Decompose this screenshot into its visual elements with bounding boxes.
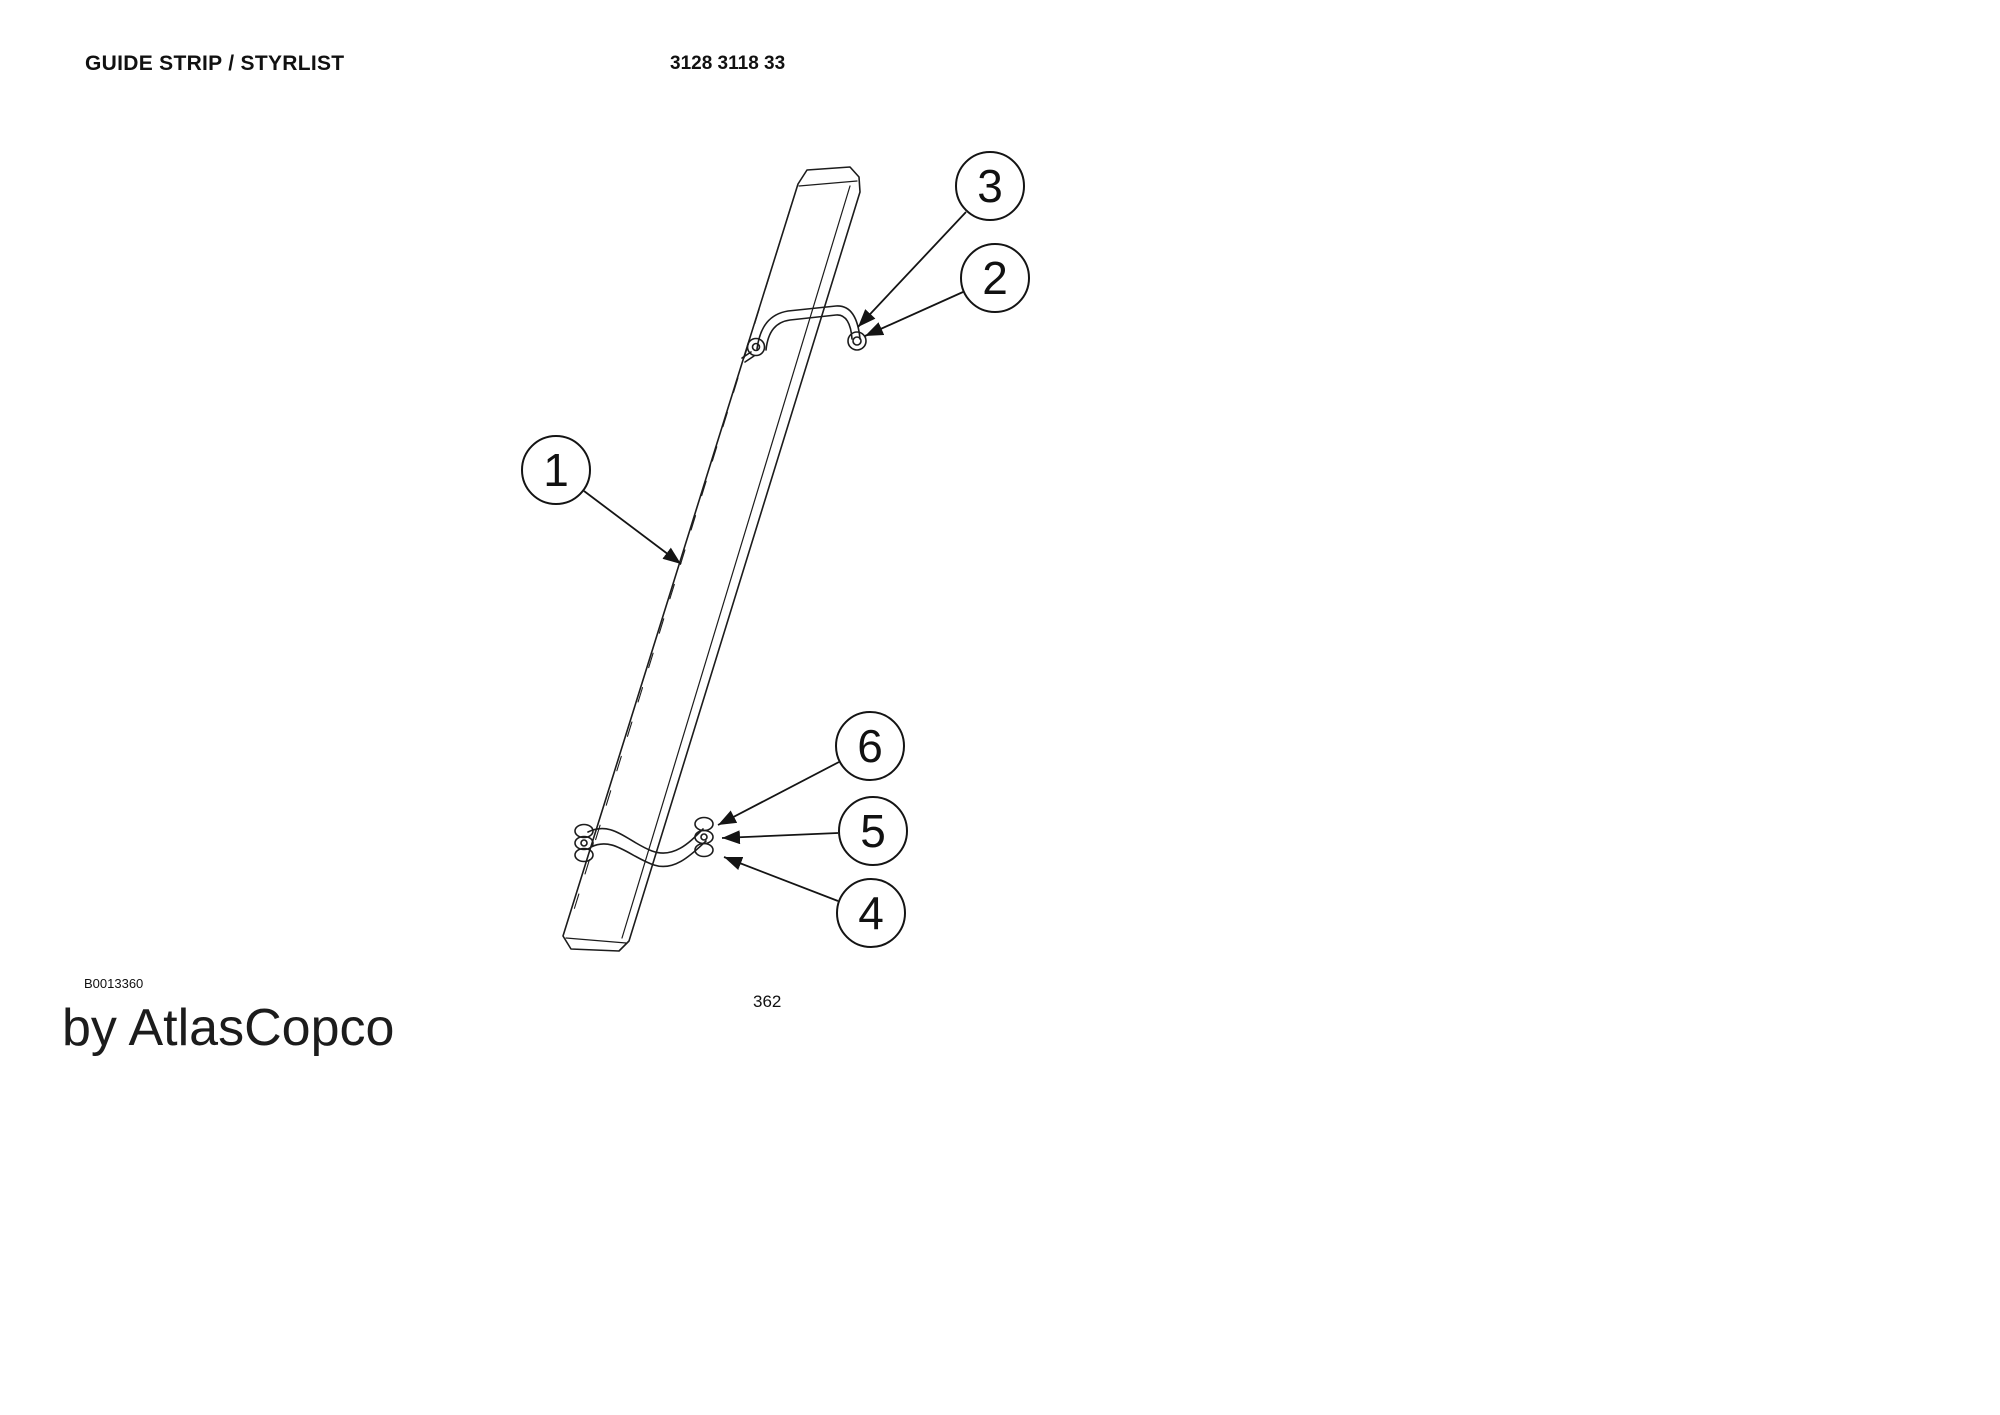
lower-clamp-shape <box>574 816 714 868</box>
callout-arrow-1 <box>583 490 682 565</box>
guide-strip-shape <box>562 166 861 952</box>
callout-label: 5 <box>860 805 886 857</box>
doc-number: 3128 3118 33 <box>670 53 786 74</box>
callout-balloon-1: 1 <box>521 435 591 505</box>
upper-clamp-shape <box>741 305 867 363</box>
callout-balloon-5: 5 <box>838 796 908 866</box>
watermark-text: by AtlasCopco <box>62 999 395 1057</box>
callout-arrow-4 <box>723 856 839 902</box>
page-number: 362 <box>753 992 782 1011</box>
callout-arrow-2 <box>864 291 964 337</box>
callout-arrow-3 <box>857 211 967 328</box>
callout-label: 4 <box>858 887 884 939</box>
drawing-code: B0013360 <box>84 976 144 991</box>
page-title: GUIDE STRIP / STYRLIST <box>85 52 345 75</box>
callout-arrow-5 <box>721 830 839 845</box>
callout-balloon-3: 3 <box>955 151 1025 221</box>
callout-balloon-4: 4 <box>836 878 906 948</box>
callout-balloon-2: 2 <box>960 243 1030 313</box>
callout-balloon-6: 6 <box>835 711 905 781</box>
callout-label: 2 <box>982 252 1008 304</box>
callout-label: 3 <box>977 160 1003 212</box>
callout-label: 1 <box>543 444 569 496</box>
callout-arrow-6 <box>717 761 840 826</box>
callout-label: 6 <box>857 720 883 772</box>
